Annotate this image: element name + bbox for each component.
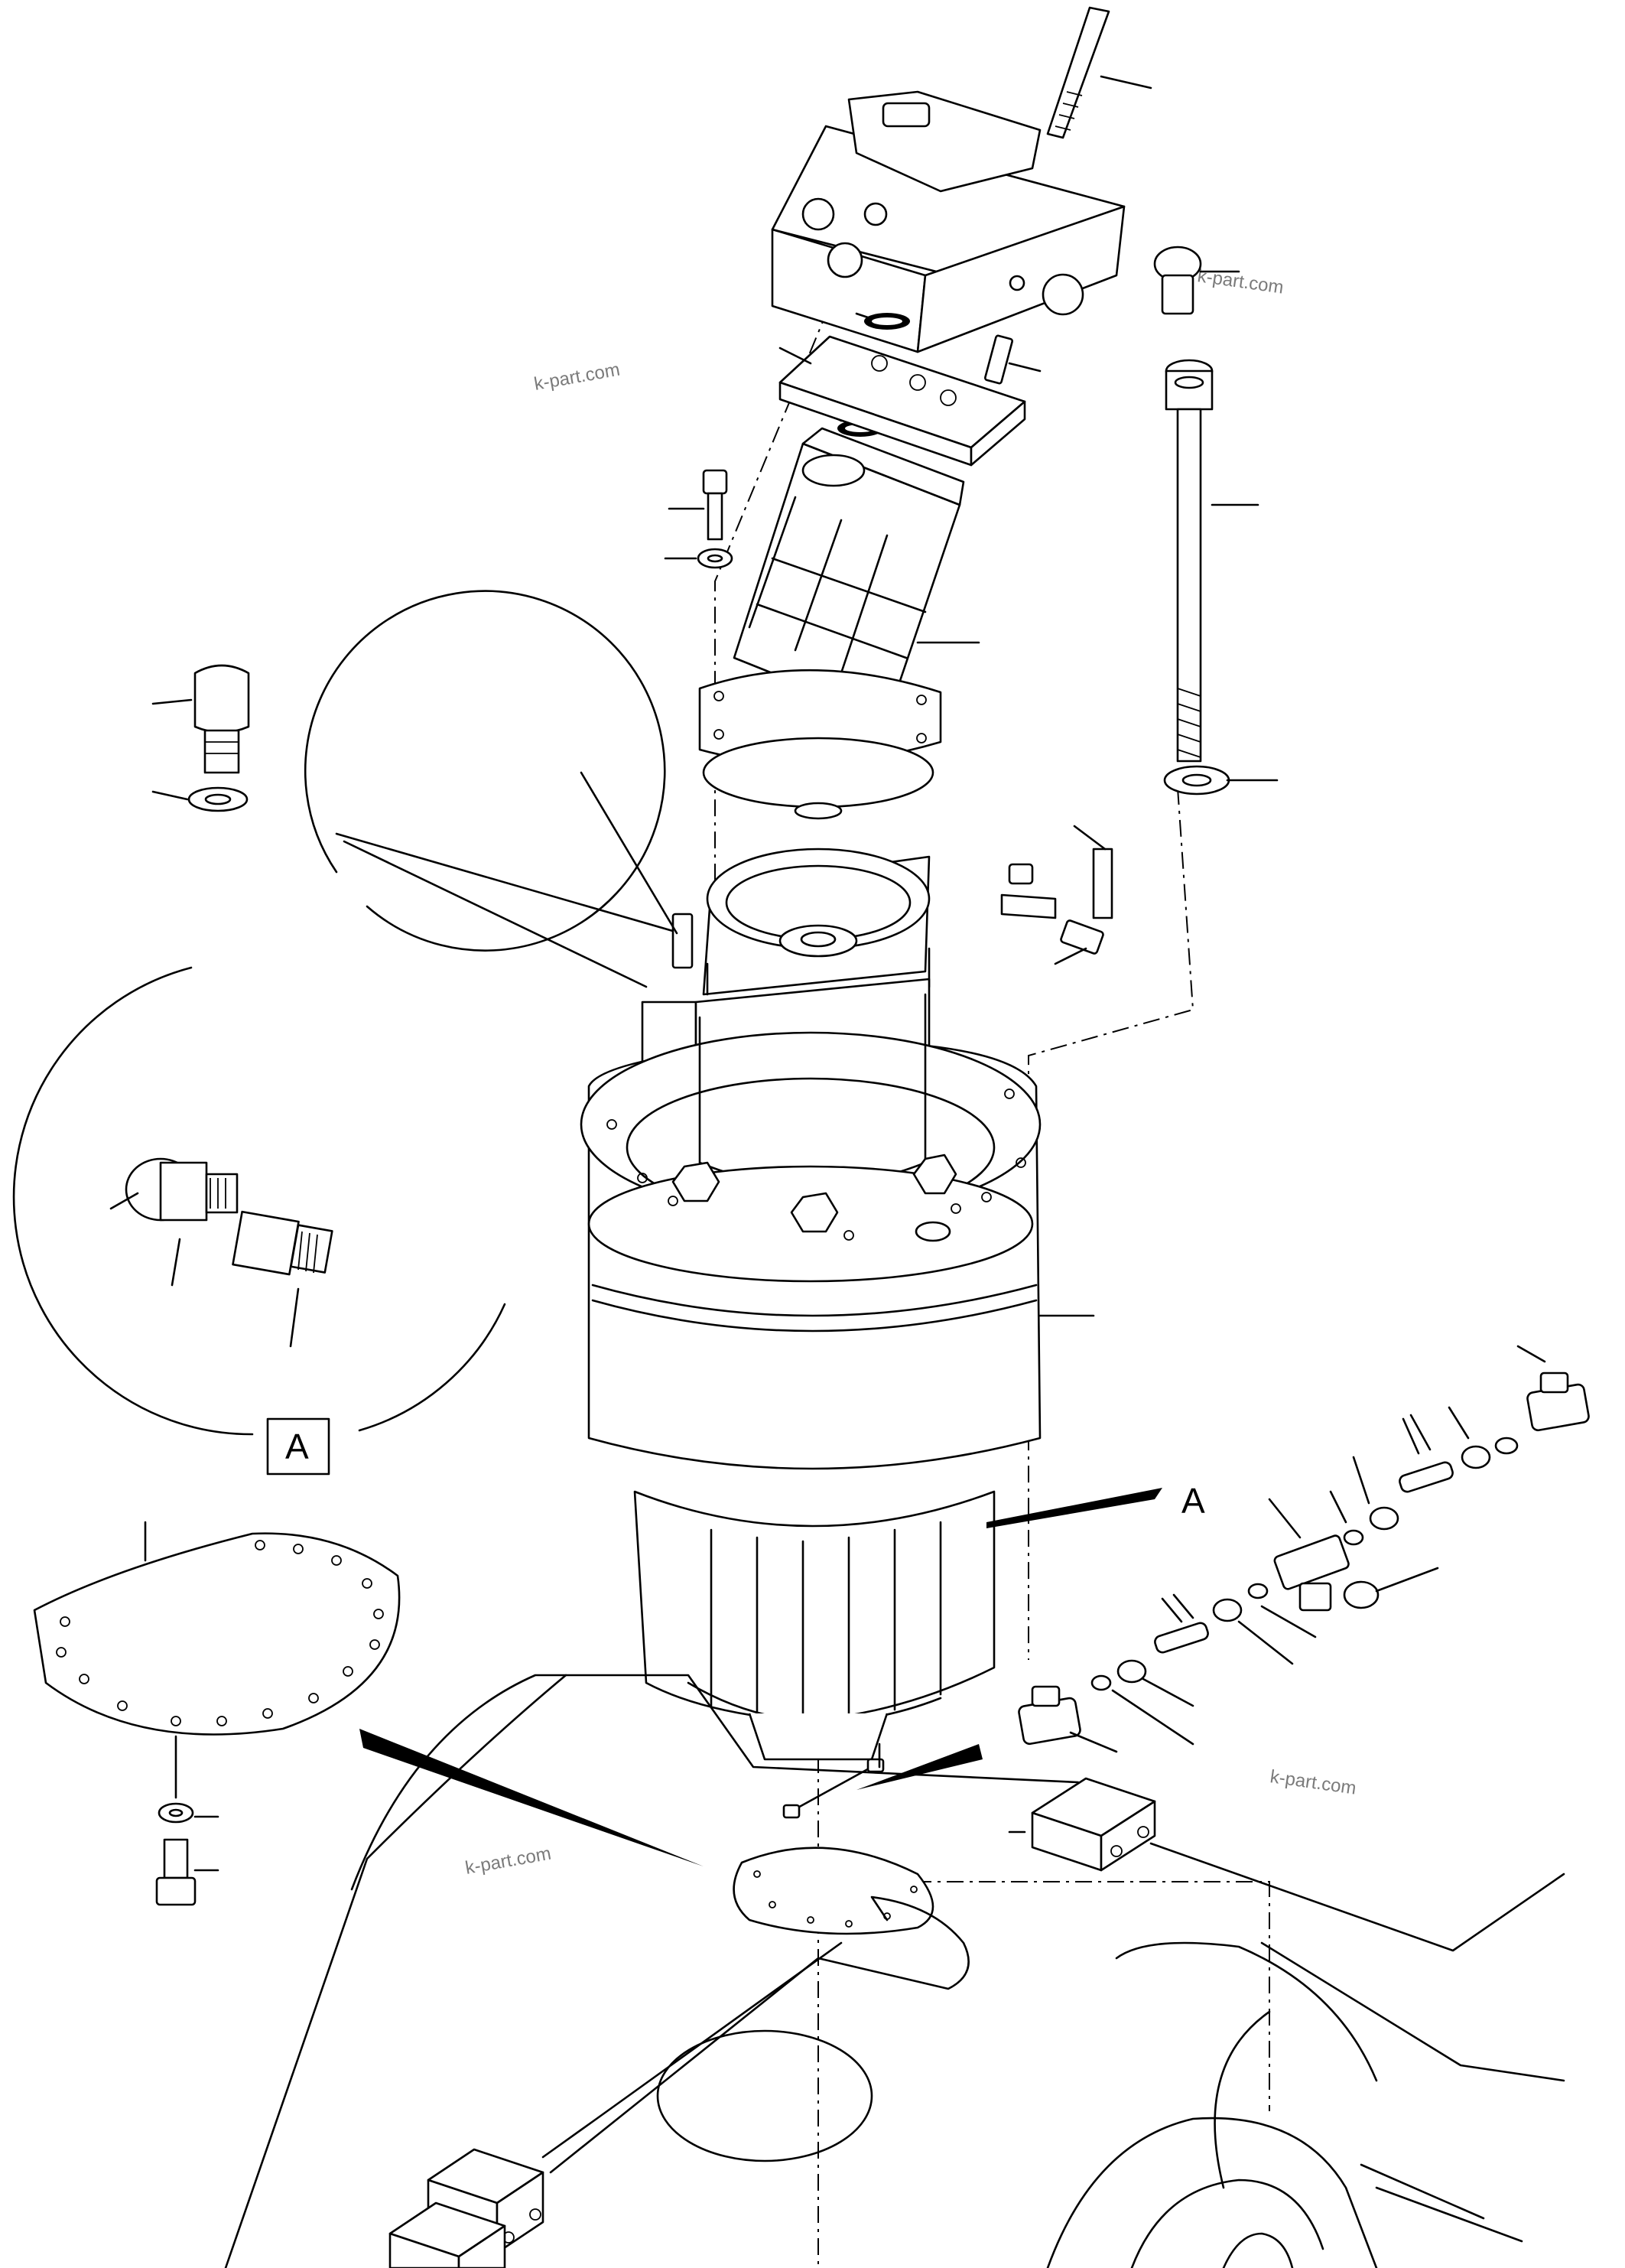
assembly-centerline: [714, 129, 1270, 2268]
hydraulic-motor: [698, 427, 980, 820]
tee-fitting: [1268, 1498, 1439, 1612]
ball-valve-top: [1516, 1345, 1590, 1432]
nut-1: [1461, 1445, 1491, 1469]
nipple-1: [1494, 1437, 1519, 1455]
nut-3: [1212, 1598, 1243, 1622]
nut-4: [1116, 1659, 1147, 1684]
cover-washer: [158, 1802, 219, 1824]
pointer-lower-left: [359, 1729, 704, 1866]
fitting-elbow-detail: [109, 1157, 239, 1287]
adapter-plate: [778, 335, 1026, 467]
watermark-1: k-part.com: [1196, 265, 1285, 298]
gear-flange: [702, 848, 931, 996]
leader-detail-to-fitting: [335, 832, 682, 988]
watermark-2: k-part.com: [532, 360, 621, 395]
o-ring-upper: [855, 312, 910, 330]
detail-label-box: A: [266, 1417, 330, 1476]
cover-plate-lower: [733, 1847, 934, 1935]
machine-frame: [224, 1674, 1565, 2268]
pinion-section: [633, 1490, 996, 1761]
long-stud-bolt: [1165, 359, 1259, 763]
top-bolt: [1046, 6, 1152, 139]
plate-screw: [983, 334, 1042, 385]
nipple-3: [1247, 1583, 1269, 1599]
nut-2: [1369, 1506, 1399, 1531]
stud-washer: [1163, 765, 1279, 796]
frame-block-2: [388, 2201, 506, 2268]
detail-circle-plug: [151, 590, 666, 952]
nipple-4: [1090, 1674, 1112, 1691]
hex-bolt-small: [668, 469, 728, 541]
hose-1: [1399, 1461, 1454, 1493]
fitting-straight-detail: [232, 1210, 333, 1348]
valve-block: [771, 90, 1126, 353]
cover-bolt: [155, 1838, 219, 1906]
detail-circle-fittings: [12, 966, 506, 1436]
frame-leader: [541, 1941, 843, 2159]
pointer-lower-right: [856, 1744, 983, 1790]
callout-arrow-a: A: [986, 1481, 1205, 1528]
drain-fittings-exploded: [1018, 1345, 1590, 1753]
ball-valve-bottom: [1018, 1685, 1118, 1753]
washer-small: [664, 548, 733, 569]
callout-label-a: A: [1181, 1481, 1205, 1521]
breather-fitting: [580, 771, 694, 969]
pipe-fittings-upper: [1000, 825, 1113, 965]
main-housing: [580, 978, 1095, 1470]
plug-knob: [1153, 246, 1240, 315]
watermark-3: k-part.com: [1269, 1766, 1357, 1799]
cover-plate-left: [33, 1521, 401, 1799]
watermark-4: k-part.com: [463, 1843, 552, 1879]
nipple-2: [1343, 1529, 1364, 1546]
hose-2: [1154, 1622, 1209, 1654]
detail-label-a: A: [285, 1427, 309, 1466]
spacer-block: [1008, 1777, 1156, 1872]
drain-hose: [782, 1742, 885, 1819]
